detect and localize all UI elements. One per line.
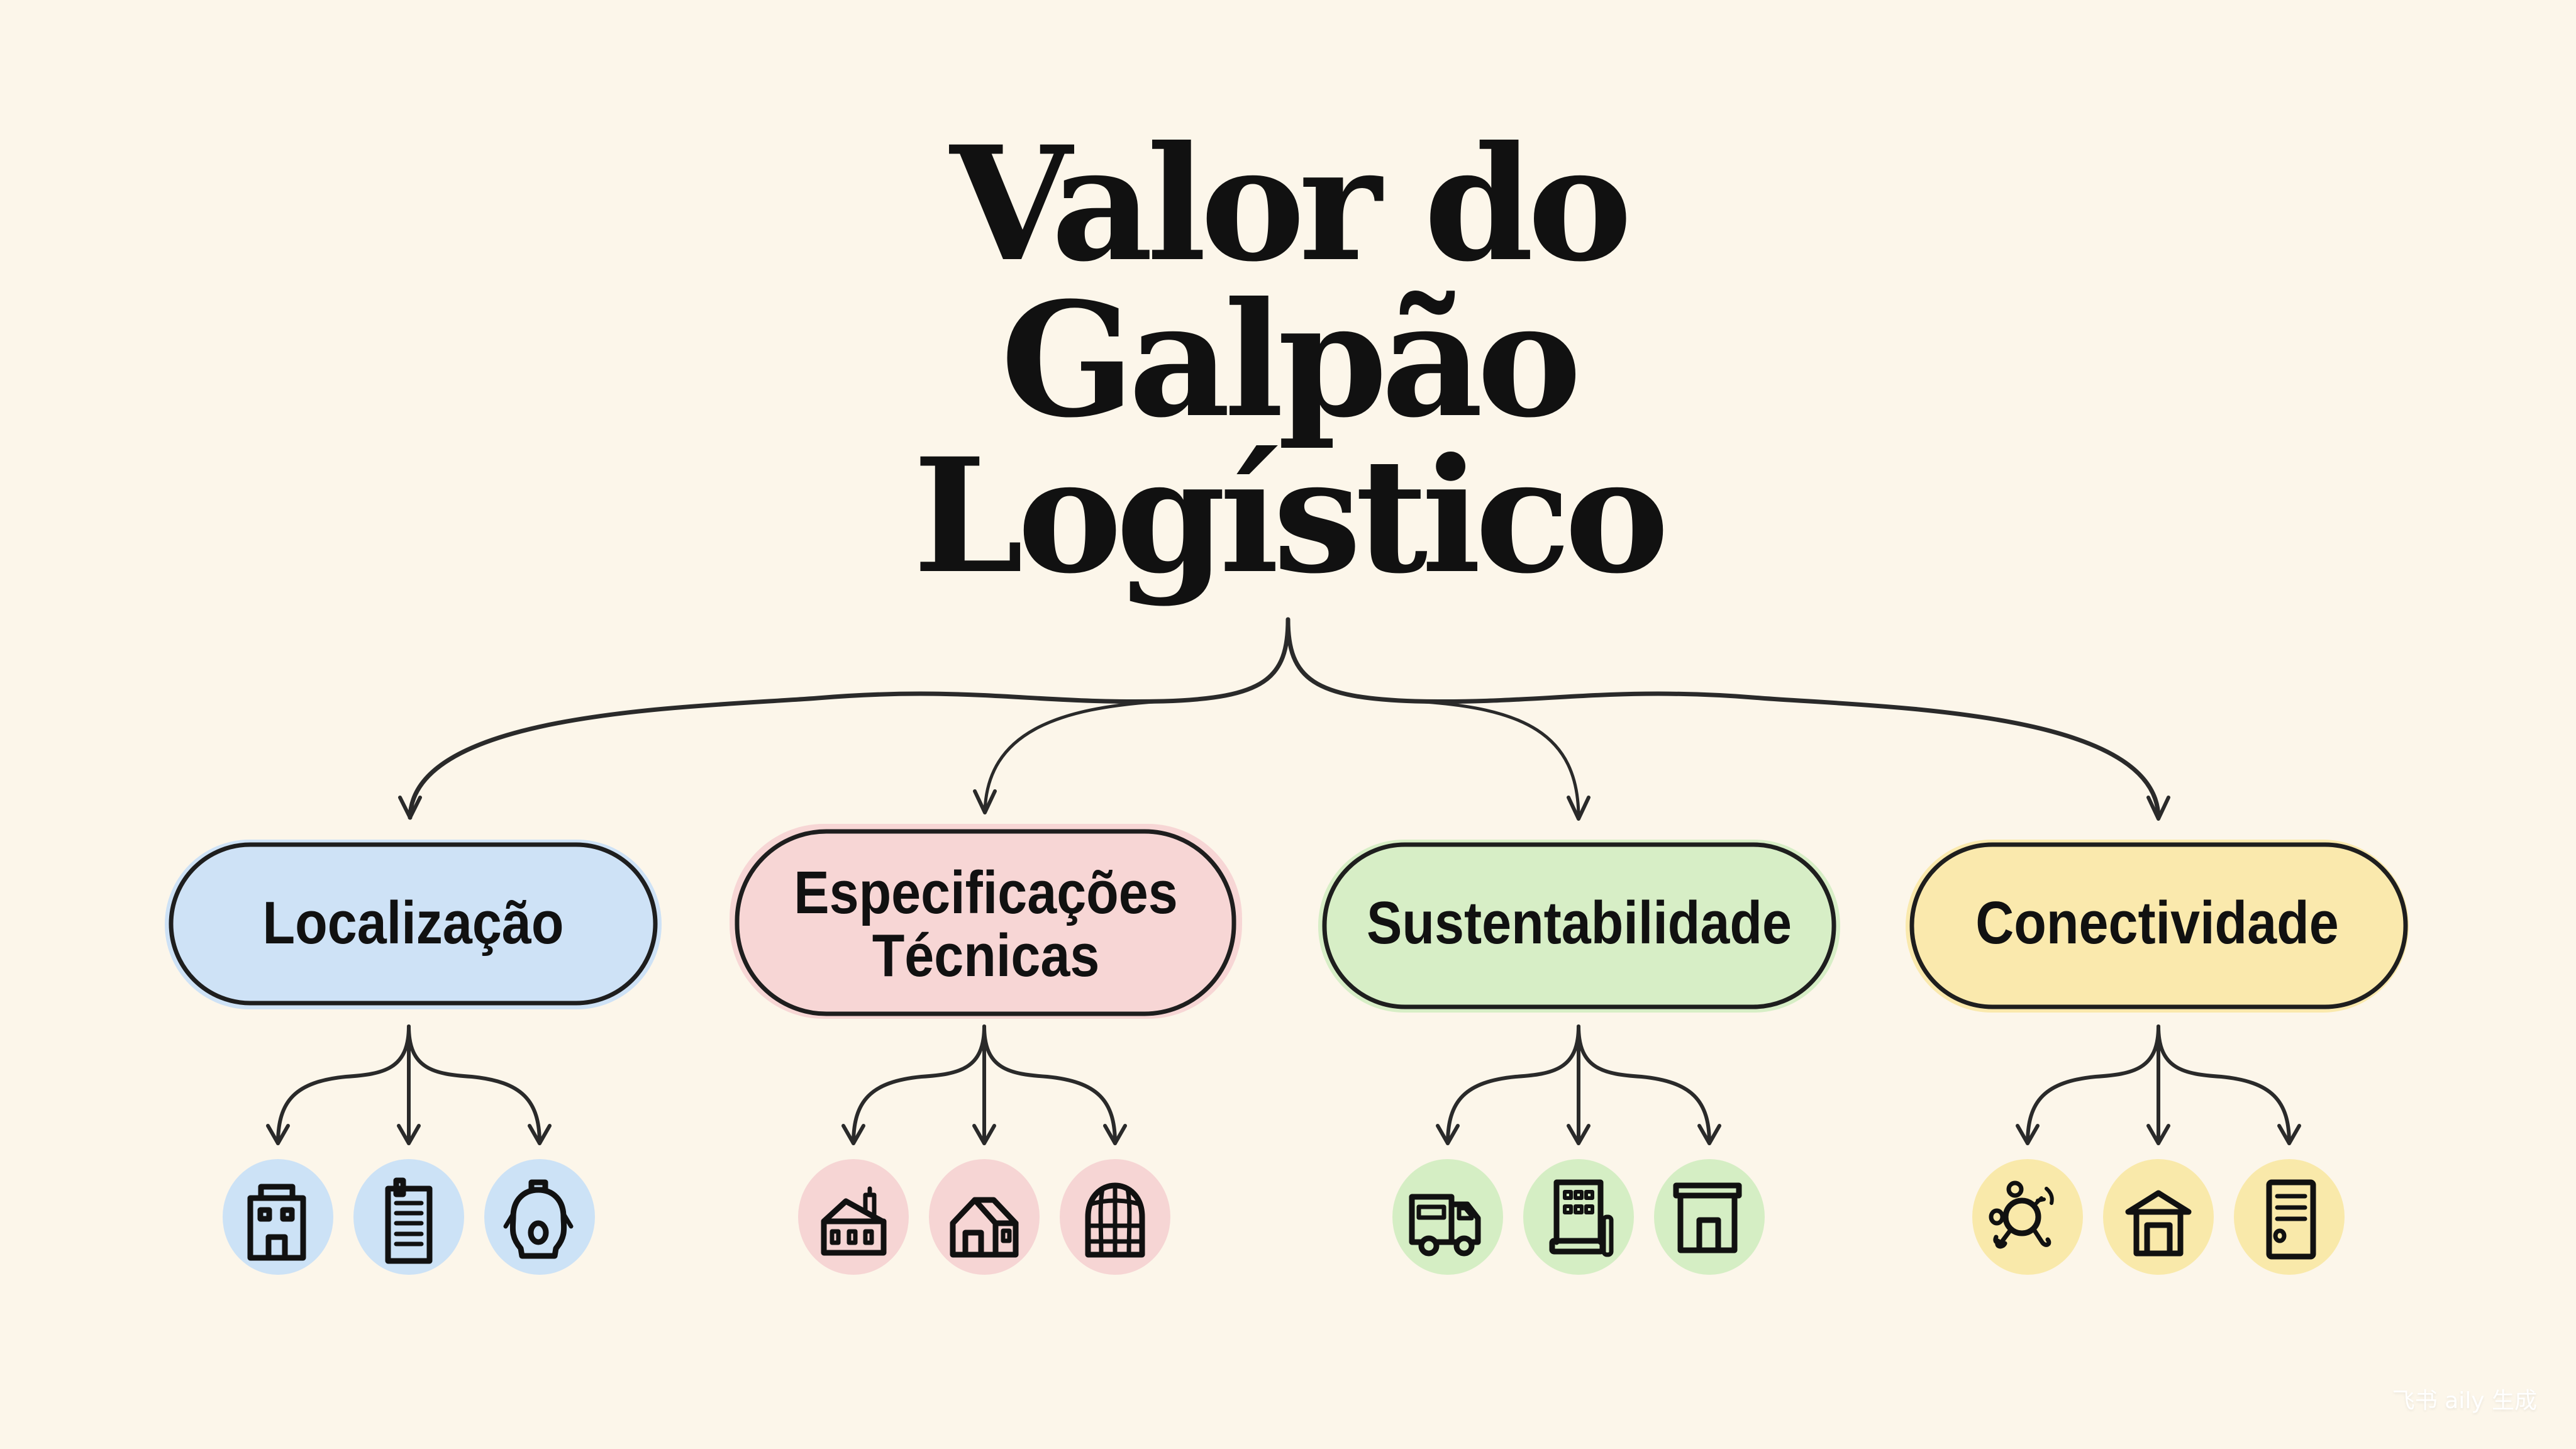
fork-line: [1446, 1024, 1580, 1145]
node-outline: [1322, 842, 1836, 1009]
fork-line: [276, 1024, 411, 1145]
arrowhead-icon: [266, 1124, 290, 1145]
solar-panel-battery-icon: [1549, 1179, 1614, 1257]
node-label-conectividade: Conectividade: [1975, 889, 2339, 957]
title-line: Valor do: [950, 111, 1632, 296]
arrowhead-icon: [1567, 1124, 1591, 1145]
page-title: Valor do Galpão Logístico: [785, 111, 1791, 608]
arrowhead-icon: [972, 1124, 996, 1145]
node-label-line: Especificações: [794, 859, 1178, 926]
node-label-localizacao: Localização: [262, 889, 564, 957]
arrowhead-icon: [398, 796, 422, 819]
delivery-truck-icon: [1409, 1194, 1481, 1257]
arrowhead-icon: [841, 1124, 865, 1145]
node-label-line: Técnicas: [872, 922, 1100, 989]
network-hub-wifi-icon: [1989, 1180, 2054, 1249]
node-conectividade[interactable]: [1906, 840, 2409, 1013]
node-label-sustentabilidade: Sustentabilidade: [1367, 889, 1792, 957]
server-icon: [2266, 1179, 2316, 1260]
node-fill: [730, 824, 1242, 1019]
main-connectors: [398, 617, 2170, 821]
icon-bubble: [1392, 1159, 1503, 1275]
node-label-especificacoes-tecnicas: Especificações Técnicas: [760, 862, 1211, 987]
arrowhead-icon: [973, 789, 997, 814]
arrowhead-icon: [1697, 1124, 1721, 1145]
icon-bubble: [484, 1159, 595, 1275]
fork-line: [982, 1024, 1117, 1145]
arrowhead-icon: [2146, 796, 2170, 821]
icon-bubble: [1972, 1159, 2083, 1275]
icon-bubble: [353, 1159, 464, 1275]
sub-connectors: [266, 1024, 2301, 1145]
dome-grid-icon: [1085, 1182, 1145, 1258]
arrowhead-icon: [1103, 1124, 1127, 1145]
fork-line: [407, 1024, 541, 1145]
location-pin-icon: [503, 1179, 574, 1259]
node-localizacao[interactable]: [165, 840, 662, 1009]
house-chimney-icon: [821, 1186, 887, 1256]
icon-bubble: [1523, 1159, 1634, 1275]
house-3d-icon: [950, 1197, 1019, 1258]
title-line: Logístico: [913, 423, 1669, 608]
node-fill: [1906, 840, 2409, 1013]
icon-bubble: [798, 1159, 909, 1275]
office-building-icon: [247, 1184, 306, 1261]
fork-line: [2026, 1024, 2160, 1145]
fork-line: [1577, 1024, 1711, 1145]
icon-bubble: [1654, 1159, 1765, 1275]
title-line: Galpão: [1001, 267, 1582, 452]
arrowhead-icon: [528, 1124, 552, 1145]
arrowhead-icon: [1436, 1124, 1460, 1145]
arrowhead-icon: [397, 1124, 421, 1145]
warehouse-house-icon: [2125, 1190, 2192, 1257]
icon-bubble: [929, 1159, 1040, 1275]
arrowhead-icon: [2146, 1124, 2170, 1145]
node-especificacoes-tecnicas[interactable]: [730, 824, 1242, 1019]
watermark: 飞书 aily 生成: [2392, 1388, 2537, 1414]
fork-line: [2157, 1024, 2291, 1145]
icon-bubble: [2103, 1159, 2214, 1275]
fork-line: [852, 1024, 986, 1145]
document-list-icon: [385, 1177, 433, 1264]
warehouse-icon: [1673, 1182, 1742, 1253]
node-outline: [169, 842, 658, 1006]
node-fill: [165, 840, 662, 1009]
node-fill: [1318, 840, 1840, 1013]
arrowhead-icon: [1567, 796, 1591, 821]
arrowhead-icon: [2016, 1124, 2040, 1145]
node-sustentabilidade[interactable]: [1318, 840, 1840, 1013]
node-outline: [735, 829, 1236, 1016]
arrowhead-icon: [2277, 1124, 2301, 1145]
node-outline: [1909, 842, 2408, 1009]
